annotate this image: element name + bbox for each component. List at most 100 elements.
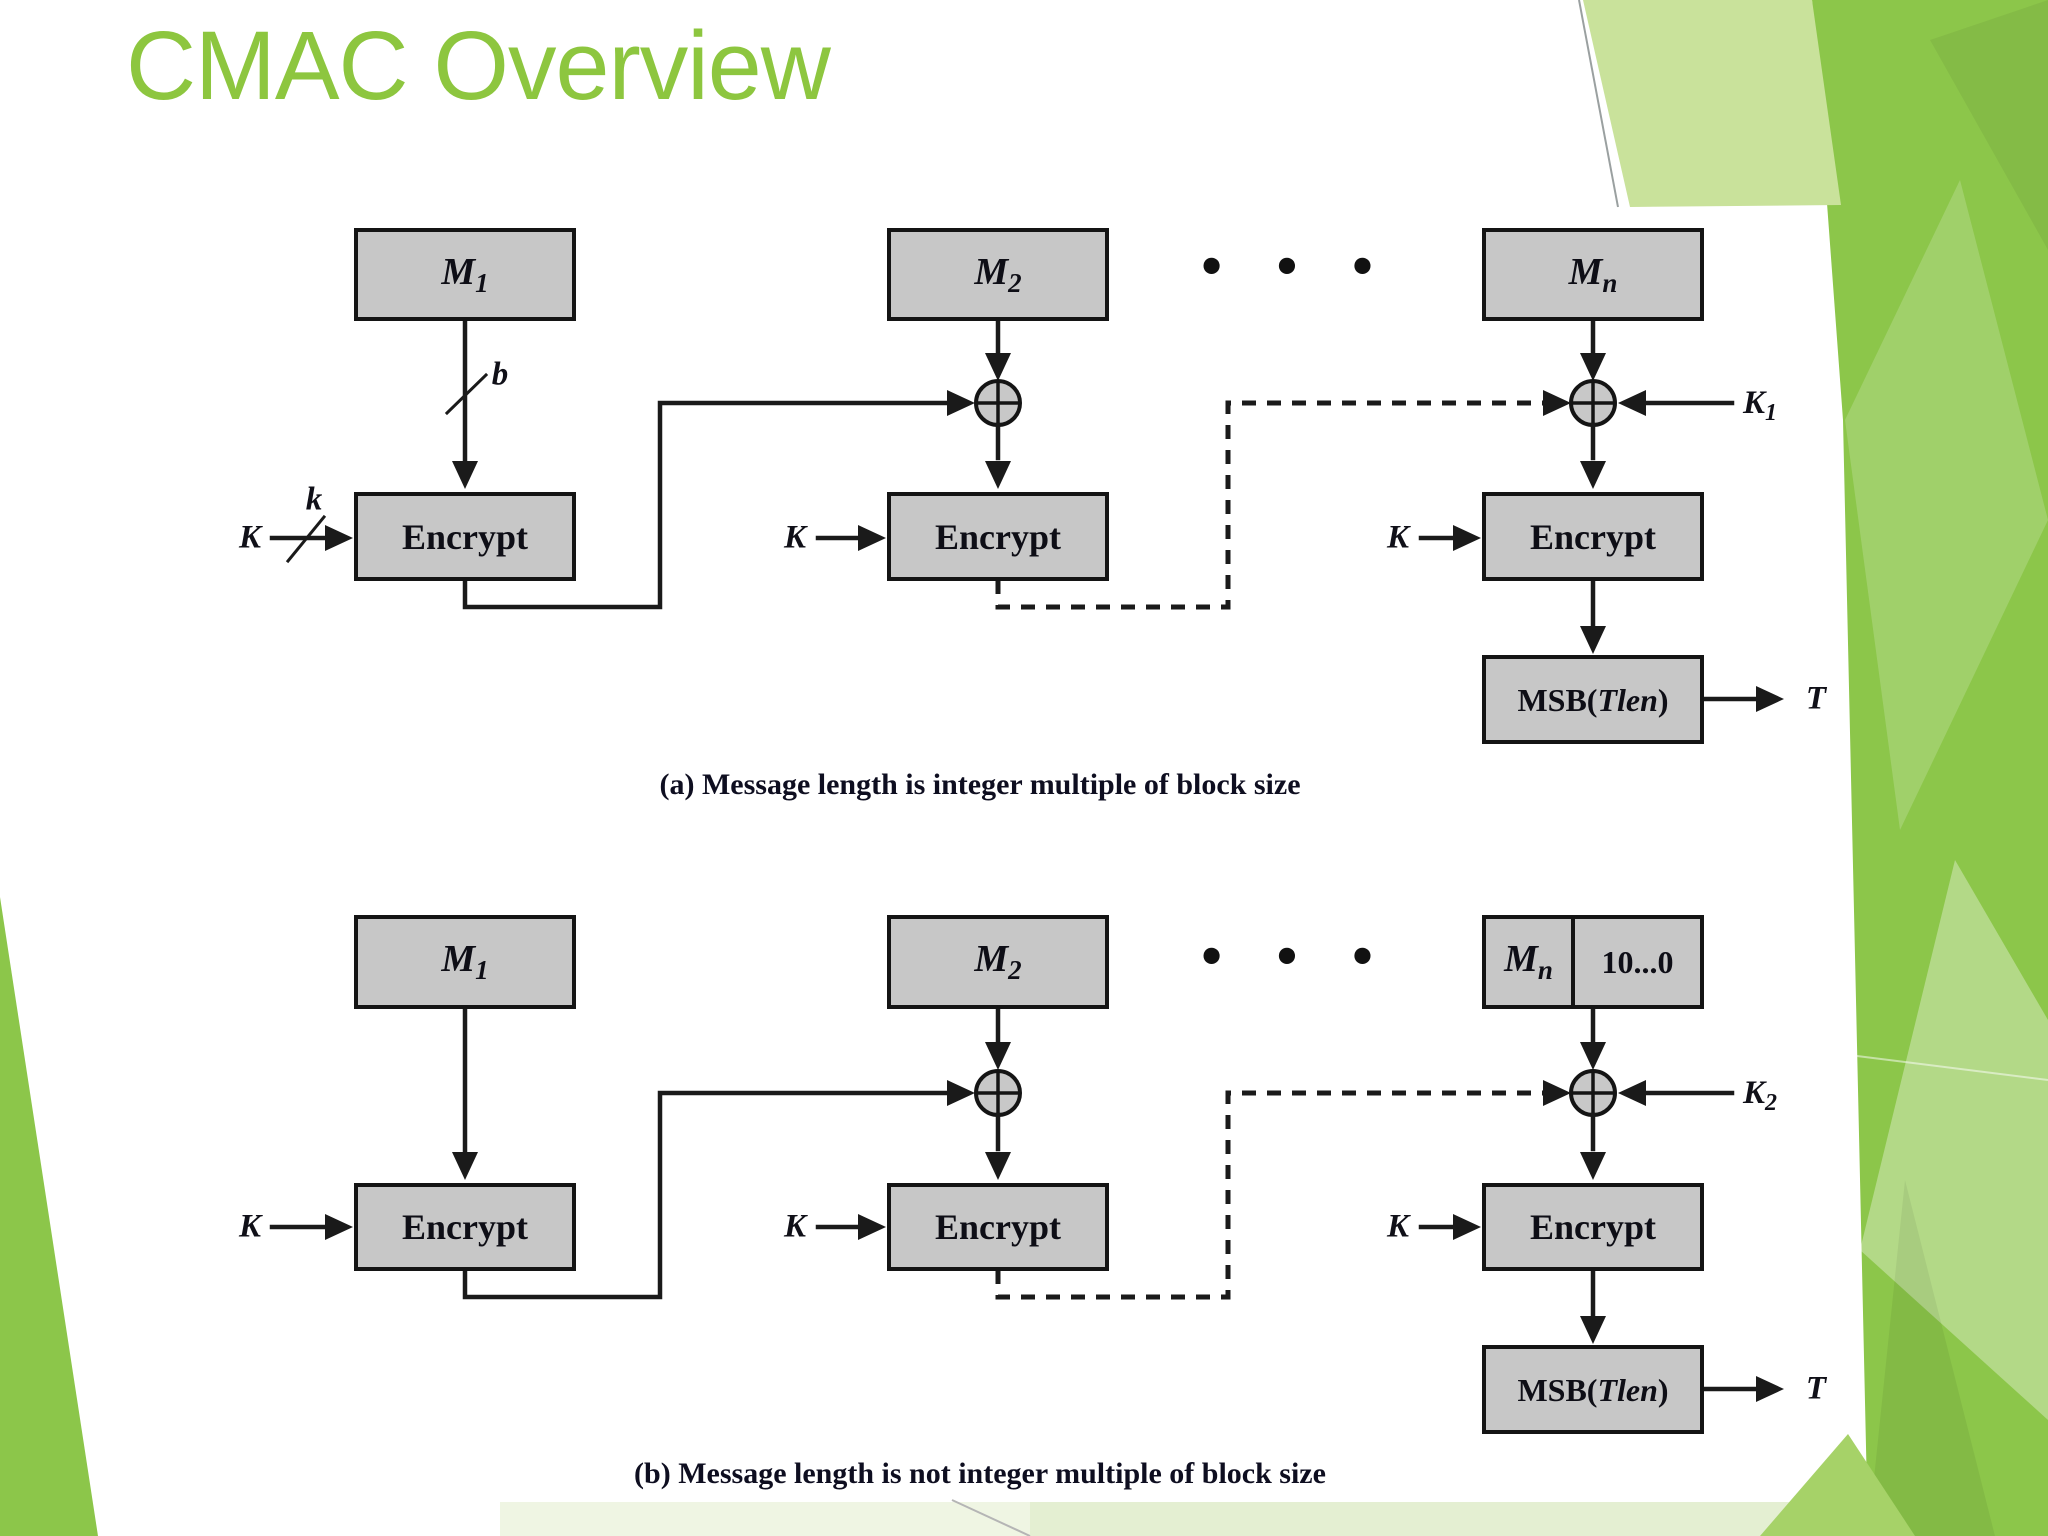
b-key-label-1: K [238,1208,262,1245]
a-m1-base: M [441,250,476,293]
decor-right-facet-3 [1930,0,2048,250]
b-msb-arrowhead [1580,1316,1606,1344]
a-mn-arrowhead [1580,353,1606,381]
b-m1-sub: 1 [475,955,489,985]
a-mn-sub: n [1602,267,1618,298]
b-mn-sub: n [1537,955,1553,985]
a-encrypt-label-2: Encrypt [935,516,1061,557]
a-key-bits-label: k [305,481,323,518]
b-k2-arrowhead [1618,1080,1646,1106]
a-m2-base: M [974,250,1009,293]
b-key1-input-arrowhead [325,1214,353,1240]
b-pad-cell: 10...0 [1575,919,1700,1005]
a-m2-block: M2 [887,228,1109,321]
a-t-output-arrowhead [1756,686,1784,712]
a-key-label-2: K [783,519,807,556]
b-msb-suffix: ) [1657,1371,1669,1408]
b-m1-arrowhead [452,1152,478,1180]
a-k1-base: K [1742,385,1766,421]
a-k1-arrowhead [1618,390,1646,416]
a-xor-node-col2 [974,379,1022,427]
b-feedback-line [462,1090,951,1300]
a-dashed-chain-line [995,400,1545,610]
caption-b: (b) Message length is not integer multip… [634,1457,1326,1490]
a-m2-arrowhead [985,353,1011,381]
b-pad-label: 10...0 [1601,944,1674,980]
caption-a: (a) Message length is integer multiple o… [659,768,1301,801]
a-xor-node-col3 [1569,379,1617,427]
a-k1-label: K1 [1742,385,1778,426]
a-b-bits-slash [444,372,489,416]
a-xor2-arrowhead [985,461,1011,489]
a-block-bits-label: b [491,356,509,393]
a-m2-sub: 2 [1008,267,1022,298]
a-mn-block: Mn [1482,228,1704,321]
b-msb-arg: Tlen [1597,1371,1658,1408]
page-title: CMAC Overview [126,11,831,120]
b-mn-arrowhead [1580,1042,1606,1070]
decor-bottom-left-wedge [0,897,98,1536]
b-xor-node-col2 [974,1069,1022,1117]
b-xor3-arrowhead [1580,1152,1606,1180]
a-key-label-3: K [1386,519,1410,556]
b-key2-input-arrowhead [858,1214,886,1240]
a-key1-input-arrowhead [325,525,353,551]
a-m1-arrowhead [452,461,478,489]
b-encrypt-label-3: Encrypt [1530,1207,1656,1247]
b-mn-base: M [1504,938,1538,980]
b-m1-block: M1 [354,915,576,1009]
b-m2-block: M2 [887,915,1109,1009]
a-feedback-line [462,400,951,610]
b-msb-block: MSB(Tlen) [1482,1345,1704,1434]
a-xor3-arrowhead [1580,461,1606,489]
a-encrypt-label-1: Encrypt [402,516,528,557]
a-encrypt-label-3: Encrypt [1530,516,1656,557]
b-encrypt-label-1: Encrypt [402,1207,528,1247]
a-key-bits-slash [285,514,327,564]
b-xor-node-col3 [1569,1069,1617,1117]
b-feedback-arrowhead [947,1080,975,1106]
b-xor2-arrowhead [985,1152,1011,1180]
b-key-label-2: K [783,1208,807,1245]
a-k1-sub: 1 [1765,400,1778,426]
a-dashed-arrowhead [1543,390,1571,416]
b-encrypt-block-3: Encrypt [1482,1183,1704,1271]
a-encrypt-block-3: Encrypt [1482,492,1704,581]
b-t-output-arrowhead [1756,1376,1784,1402]
b-k2-sub: 2 [1765,1090,1778,1116]
b-k2-base: K [1742,1075,1766,1111]
a-msb-block: MSB(Tlen) [1482,655,1704,744]
b-tag-label: T [1805,1370,1827,1407]
decor-right-facet-4 [1868,1180,1995,1536]
b-encrypt-block-1: Encrypt [354,1183,576,1271]
decor-right-band [1812,0,2048,1536]
b-encrypt-label-2: Encrypt [935,1207,1061,1247]
decor-bottom-right-triangle [1760,1434,1915,1536]
a-m1-sub: 1 [475,267,489,298]
b-k2-label: K2 [1742,1075,1778,1116]
b-key-label-3: K [1386,1208,1410,1245]
a-mn-base: M [1568,250,1603,293]
a-key2-input-arrowhead [858,525,886,551]
a-tag-label: T [1805,680,1827,717]
b-mn-cell: Mn [1486,919,1575,1005]
b-ellipsis-dots: • • • [1196,930,1378,984]
a-encrypt-block-2: Encrypt [887,492,1109,581]
b-dashed-chain-line [995,1090,1545,1300]
diagram-a-connectors [269,318,1784,712]
decor-top-hairline [1578,0,1619,208]
b-encrypt-block-2: Encrypt [887,1183,1109,1271]
a-feedback-arrowhead [947,390,975,416]
a-msb-arrowhead [1580,626,1606,654]
decor-right-hairline [1848,1054,2048,1081]
decor-right-facet-1 [1845,180,2048,830]
a-encrypt-block-1: Encrypt [354,492,576,581]
b-m2-sub: 2 [1008,955,1022,985]
diagram-b-connectors [269,1005,1784,1402]
decor-bottom-hairline [951,1499,1031,1536]
b-dashed-arrowhead [1543,1080,1571,1106]
b-mn-pad-block: Mn 10...0 [1482,915,1704,1009]
